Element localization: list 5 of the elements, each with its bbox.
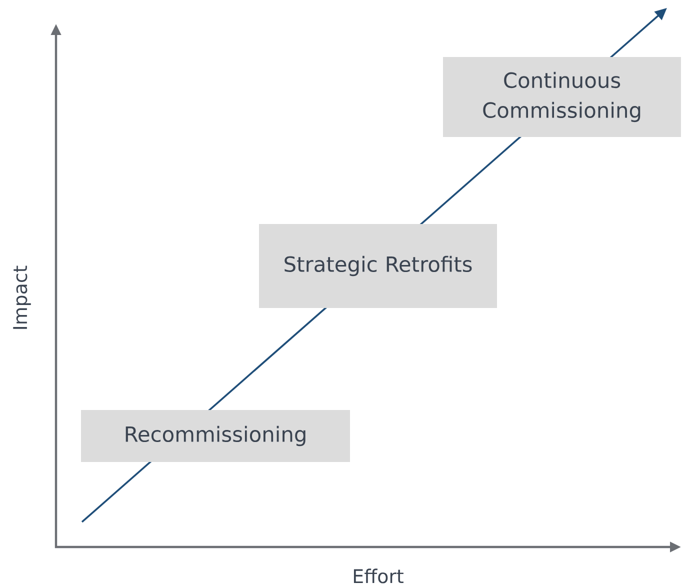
axis-label: Impact: [13, 266, 31, 329]
label-box: Continuous Commissioning: [443, 57, 681, 137]
axis-label: Effort: [354, 568, 404, 584]
label-box: Strategic Retrofits: [259, 224, 497, 308]
label-box: Recommissioning: [81, 410, 350, 462]
